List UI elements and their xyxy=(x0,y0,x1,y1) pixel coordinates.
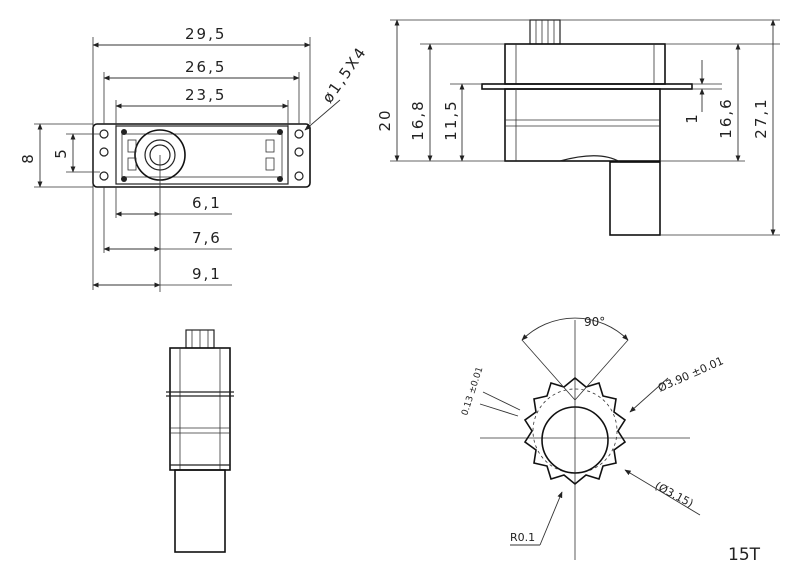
front-view-body xyxy=(169,347,231,471)
spline-teeth xyxy=(523,376,627,486)
side-view-body xyxy=(504,88,661,162)
spline-bore xyxy=(541,406,609,474)
dim-angle: 90° xyxy=(584,315,605,329)
dim-hole-spec: ø1,5X4 xyxy=(319,43,371,106)
front-view-bottom xyxy=(174,469,226,553)
front-view xyxy=(166,329,234,553)
dim-width-mid: 26,5 xyxy=(185,58,226,76)
dim-inner-dia: (Ø3.15) xyxy=(653,479,696,510)
dim-width-overall: 29,5 xyxy=(185,25,226,43)
dim-h-11-5: 11,5 xyxy=(442,99,460,140)
side-view-bottom xyxy=(609,161,661,236)
teeth-label: 15T xyxy=(728,545,761,565)
spline-detail: 90° 0.13 ±0.01 Ø3.90 ±0.01 (Ø3.15) R0.1 … xyxy=(460,315,760,565)
dim-h-27-1: 27,1 xyxy=(752,97,770,138)
dim-height-outer: 8 xyxy=(19,152,37,164)
side-view: 20 16,8 11,5 1 16,6 27,1 xyxy=(376,19,780,236)
dim-outer-dia: Ø3.90 ±0.01 xyxy=(656,354,726,394)
dim-offset-b: 7,6 xyxy=(192,229,222,247)
side-view-spline xyxy=(529,19,561,45)
dim-h-16-8: 16,8 xyxy=(409,99,427,140)
side-view-cap xyxy=(504,43,666,85)
dim-offset-c: 9,1 xyxy=(192,265,222,283)
mounting-holes xyxy=(99,129,304,182)
dim-offset-a: 6,1 xyxy=(192,194,222,212)
dim-height-inner: 5 xyxy=(52,147,70,159)
top-view-inner xyxy=(121,133,283,178)
dim-width-inner: 23,5 xyxy=(185,86,226,104)
top-view-case xyxy=(115,125,289,185)
dim-tooth: 0.13 ±0.01 xyxy=(460,366,485,417)
dim-h-16-6: 16,6 xyxy=(717,97,735,138)
top-view: 29,5 26,5 23,5 ø1,5X4 8 5 6,1 7,6 9,1 xyxy=(19,25,370,292)
dim-h-20: 20 xyxy=(376,108,394,131)
dim-flange: 1 xyxy=(683,112,701,124)
dim-radius: R0.1 xyxy=(510,531,535,544)
